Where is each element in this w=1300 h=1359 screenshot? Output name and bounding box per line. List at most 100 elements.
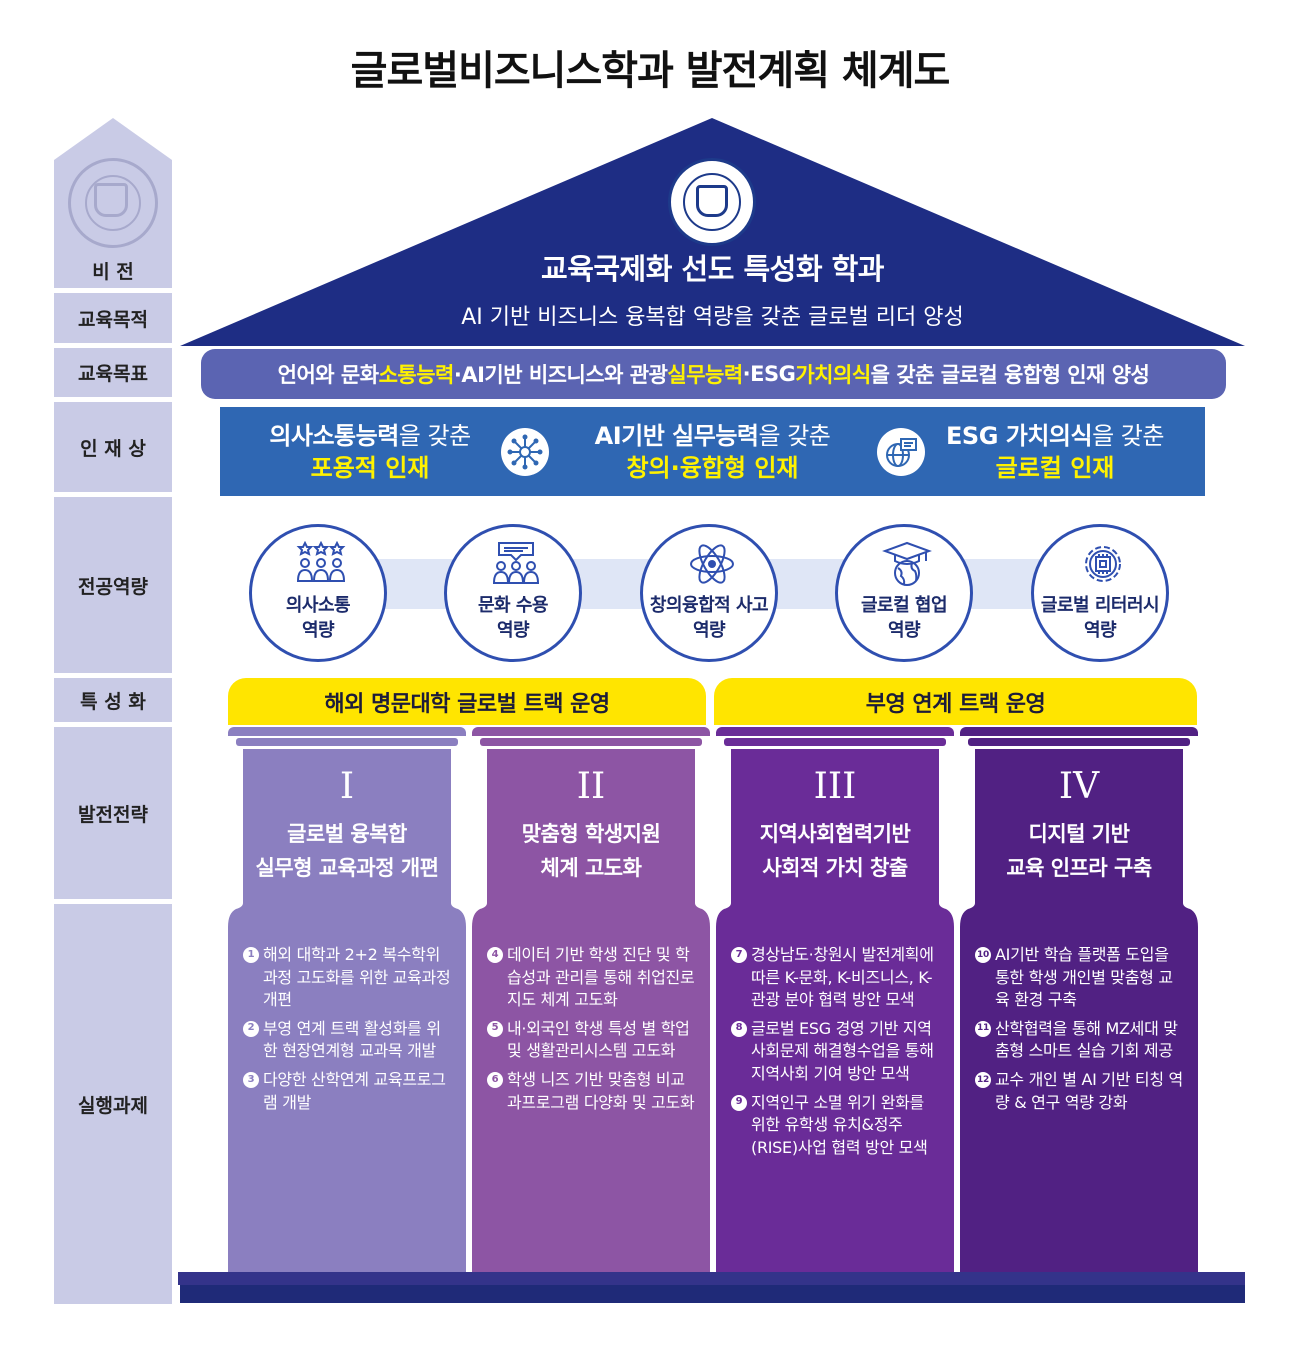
- strategy-numeral: IV: [1058, 766, 1100, 807]
- talent-bold: 의사소통능력: [269, 421, 399, 450]
- goal-highlight-3: 가치의식: [795, 363, 871, 387]
- strategy-numeral: I: [339, 766, 355, 807]
- competency-label: 문화 수용: [477, 595, 549, 616]
- strategy-title: 지역사회협력기반: [759, 822, 911, 846]
- network-icon: [501, 428, 549, 476]
- competency-label: 창의융합적 사고: [649, 595, 769, 616]
- task-text: AI기반 학습 플랫폼 도입을 통한 학생 개인별 맞춤형 교육 환경 구축: [995, 945, 1173, 1010]
- pillar-base-cap-3: [716, 897, 954, 927]
- task-text: 부영 연계 트랙 활성화를 위한 현장연계형 교과목 개발: [263, 1018, 441, 1061]
- strategy-title: 맞춤형 학생지원: [521, 822, 661, 846]
- task-text: 산학협력을 통해 MZ세대 맞춤형 스마트 실습 기회 제공: [995, 1018, 1178, 1061]
- goal-highlight-1: 소통능력: [378, 363, 455, 387]
- talent-highlight: 글로컬 인재: [995, 453, 1115, 482]
- pillar-cap-1: [228, 727, 466, 736]
- strategy-subtitle: 체계 고도화: [540, 856, 642, 880]
- strategy-title: 글로벌 융복합: [287, 822, 407, 846]
- talent-item-1: 의사소통능력을 갖춘 포용적 인재: [220, 407, 520, 496]
- pillar-base-cap-2: [472, 897, 710, 927]
- pillar-cap-4: [960, 727, 1198, 736]
- pillar-rim-4: [968, 738, 1190, 746]
- goal-highlight-2: 실무능력: [667, 363, 743, 387]
- goal-bar: 언어와 문화 소통능력 ·AI기반 비즈니스와 관광 실무능력 ·ESG 가치의…: [201, 349, 1226, 399]
- label-vision: 비 전: [54, 252, 172, 288]
- task-text: 경상남도·창원시 발전계획에 따른 K-문화, K-비즈니스, K-관광 분야 …: [751, 945, 934, 1010]
- talent-item-2: AI기반 실무능력을 갖춘 창의·융합형 인재: [560, 407, 865, 496]
- globe-screen-icon: [877, 428, 925, 476]
- specialization-global-track: 해외 명문대학 글로벌 트랙 운영: [228, 678, 706, 725]
- label-purpose: 교육목적: [54, 293, 172, 343]
- strategy-numeral: III: [813, 766, 857, 807]
- task-text: 학생 니즈 기반 맞춤형 비교과프로그램 다양화 및 고도화: [507, 1069, 695, 1112]
- competency-label-2: 역량: [887, 620, 921, 641]
- chip-gear-icon: [1085, 546, 1121, 582]
- pillar-rim-3: [724, 738, 946, 746]
- label-specialization: 특 성 화: [54, 678, 172, 722]
- vision-text: 교육국제화 선도 특성화 학과: [541, 252, 884, 286]
- competency-label: 글로벌 리터러시: [1040, 595, 1160, 616]
- talent-rest: 을 갖춘: [758, 421, 831, 450]
- graduate-globe-icon: [882, 541, 932, 586]
- page-title: 글로벌비즈니스학과 발전계획 체계도: [350, 48, 951, 94]
- task-number: 1: [243, 947, 259, 963]
- task-text: 해외 대학과 2+2 복수학위과정 고도화를 위한 교육과정 개편: [263, 945, 451, 1010]
- strategy-subtitle: 사회적 가치 창출: [762, 856, 908, 880]
- label-competency: 전공역량: [54, 497, 172, 673]
- task-text: 다양한 산학연계 교육프로그램 개발: [263, 1069, 446, 1112]
- talent-rest: 을 갖춘: [398, 421, 471, 450]
- talent-bold: AI기반 실무능력: [594, 421, 759, 450]
- task-number: 9: [731, 1094, 747, 1111]
- task-number: 7: [731, 947, 747, 963]
- pillar-base-cap-1: [228, 897, 466, 927]
- task-number: 10: [975, 947, 991, 963]
- task-number: 8: [731, 1020, 747, 1037]
- purpose-text: AI 기반 비즈니스 융복합 역량을 갖춘 글로벌 리더 양성: [461, 305, 964, 330]
- pillar-base-cap-4: [960, 897, 1198, 927]
- competency-label-2: 역량: [692, 620, 726, 641]
- pillar-rim-2: [480, 738, 702, 746]
- pillar-cap-2: [472, 727, 710, 736]
- strategy-subtitle: 교육 인프라 구축: [1006, 856, 1152, 880]
- task-number: 4: [487, 947, 503, 963]
- task-text: 글로벌 ESG 경영 기반 지역사회문제 해결형수업을 통해 지역사회 기여 방…: [751, 1018, 934, 1083]
- talent-bar: 의사소통능력을 갖춘 포용적 인재 AI기반 실무능력을 갖춘 창의·융합형 인…: [220, 407, 1205, 496]
- pillar-cap-3: [716, 727, 954, 736]
- task-text: 지역인구 소멸 위기 완화를 위한 유학생 유치&정주(RISE)사업 협력 방…: [751, 1092, 928, 1157]
- talent-bold: ESG 가치의식: [946, 421, 1093, 450]
- goal-text-4: 을 갖춘 글로컬 융합형 인재 양성: [870, 363, 1150, 387]
- competency-label: 글로컬 협업: [860, 595, 948, 616]
- task-number: 6: [487, 1071, 503, 1088]
- atom-icon: [690, 544, 734, 584]
- university-seal-icon: [668, 158, 756, 246]
- talent-item-3: ESG 가치의식을 갖춘 글로컬 인재: [905, 407, 1205, 496]
- label-talent: 인 재 상: [54, 402, 172, 492]
- task-number: 5: [487, 1020, 503, 1037]
- label-tasks: 실행과제: [54, 904, 172, 1304]
- strategy-subtitle: 실무형 교육과정 개편: [255, 856, 439, 880]
- people-stars-icon: [296, 541, 346, 582]
- task-text: 데이터 기반 학생 진단 및 학습성과 관리를 통해 취업진로지도 체계 고도화: [507, 945, 695, 1010]
- competency-label-2: 역량: [496, 620, 530, 641]
- goal-text-1: 언어와 문화: [277, 363, 379, 387]
- label-goal: 교육목표: [54, 348, 172, 397]
- talent-highlight: 포용적 인재: [310, 453, 430, 482]
- strategy-numeral: II: [576, 766, 606, 807]
- task-number: 12: [975, 1071, 991, 1088]
